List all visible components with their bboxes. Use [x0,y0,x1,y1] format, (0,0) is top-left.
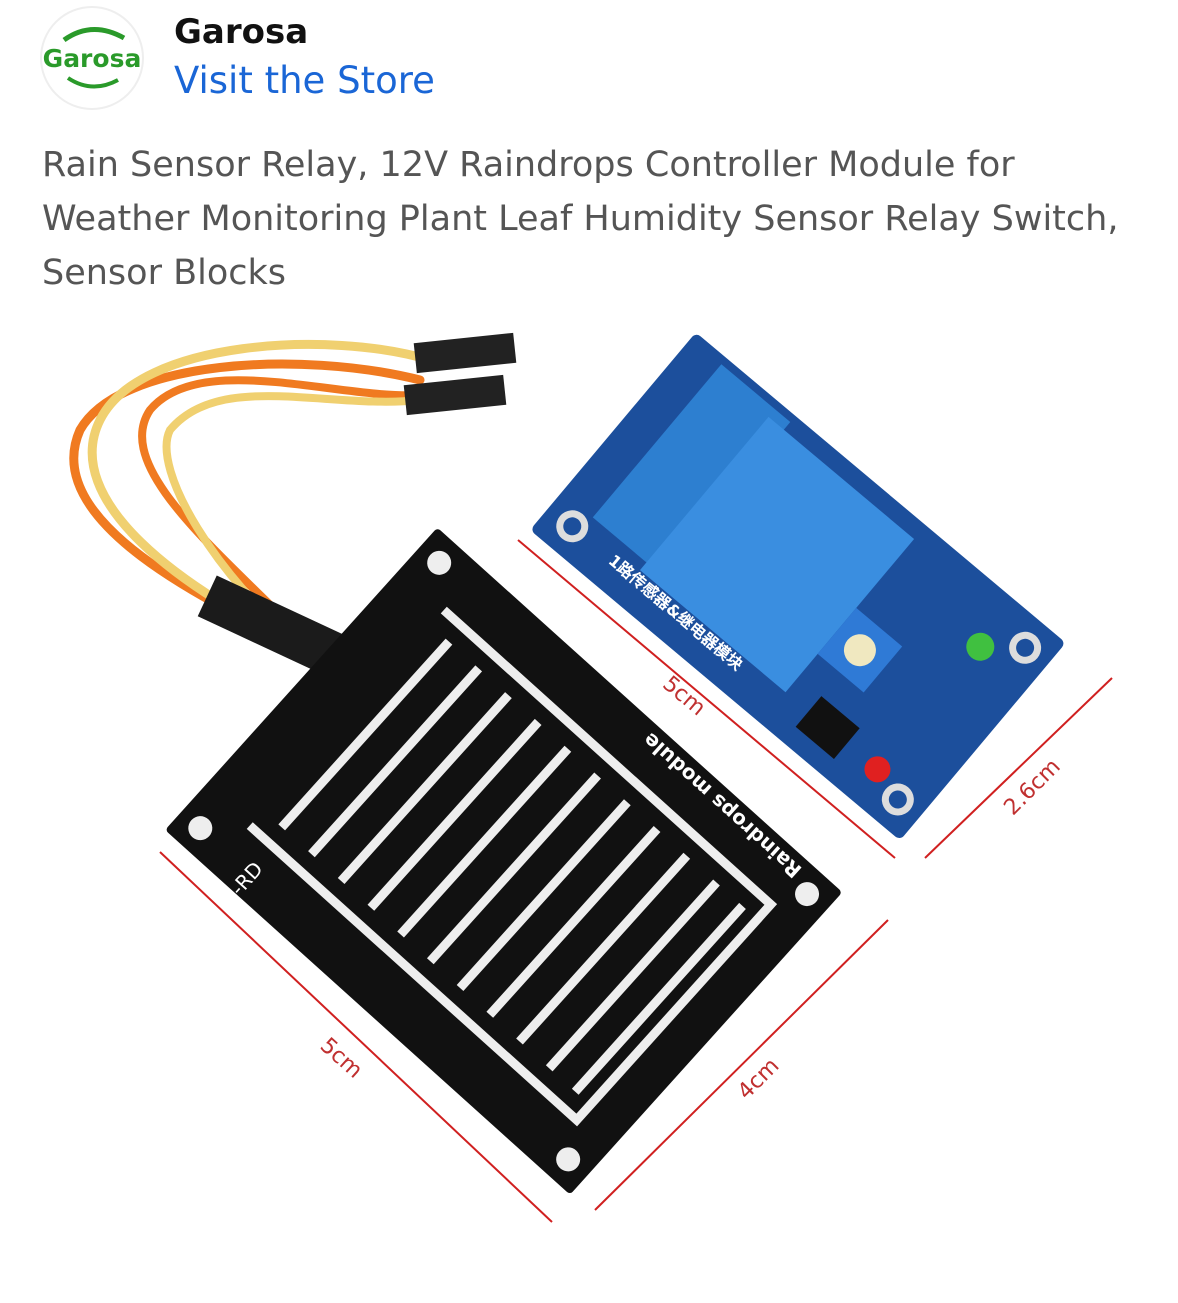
dimension-arrows [159,539,1113,1223]
store-name: Garosa [174,12,309,52]
green-led [966,632,995,661]
product-title: Rain Sensor Relay, 12V Raindrops Control… [42,145,1119,293]
product-image[interactable]: 1路传感器&继电器模块 MH-RD Raindrops module 5cm 4… [0,320,1178,1250]
store-header: Garosa Garosa Visit the Store [40,6,435,110]
dim-relay-width: 2.6cm [999,754,1065,820]
dim-sensor-width: 4cm [733,1054,784,1105]
store-logo[interactable]: Garosa [40,6,144,110]
visit-store-link[interactable]: Visit the Store [174,59,435,102]
dim-relay-length: 5cm [658,671,710,721]
logo-text: Garosa [42,43,142,73]
logo-swoosh-icon [62,27,126,89]
dupont-connectors [197,332,517,680]
rain-sensor-board: MH-RD Raindrops module [166,529,841,1194]
relay-module: 1路传感器&继电器模块 [532,334,1064,839]
screw-terminal [592,364,791,576]
red-led [864,756,891,783]
relay-block [639,416,915,693]
